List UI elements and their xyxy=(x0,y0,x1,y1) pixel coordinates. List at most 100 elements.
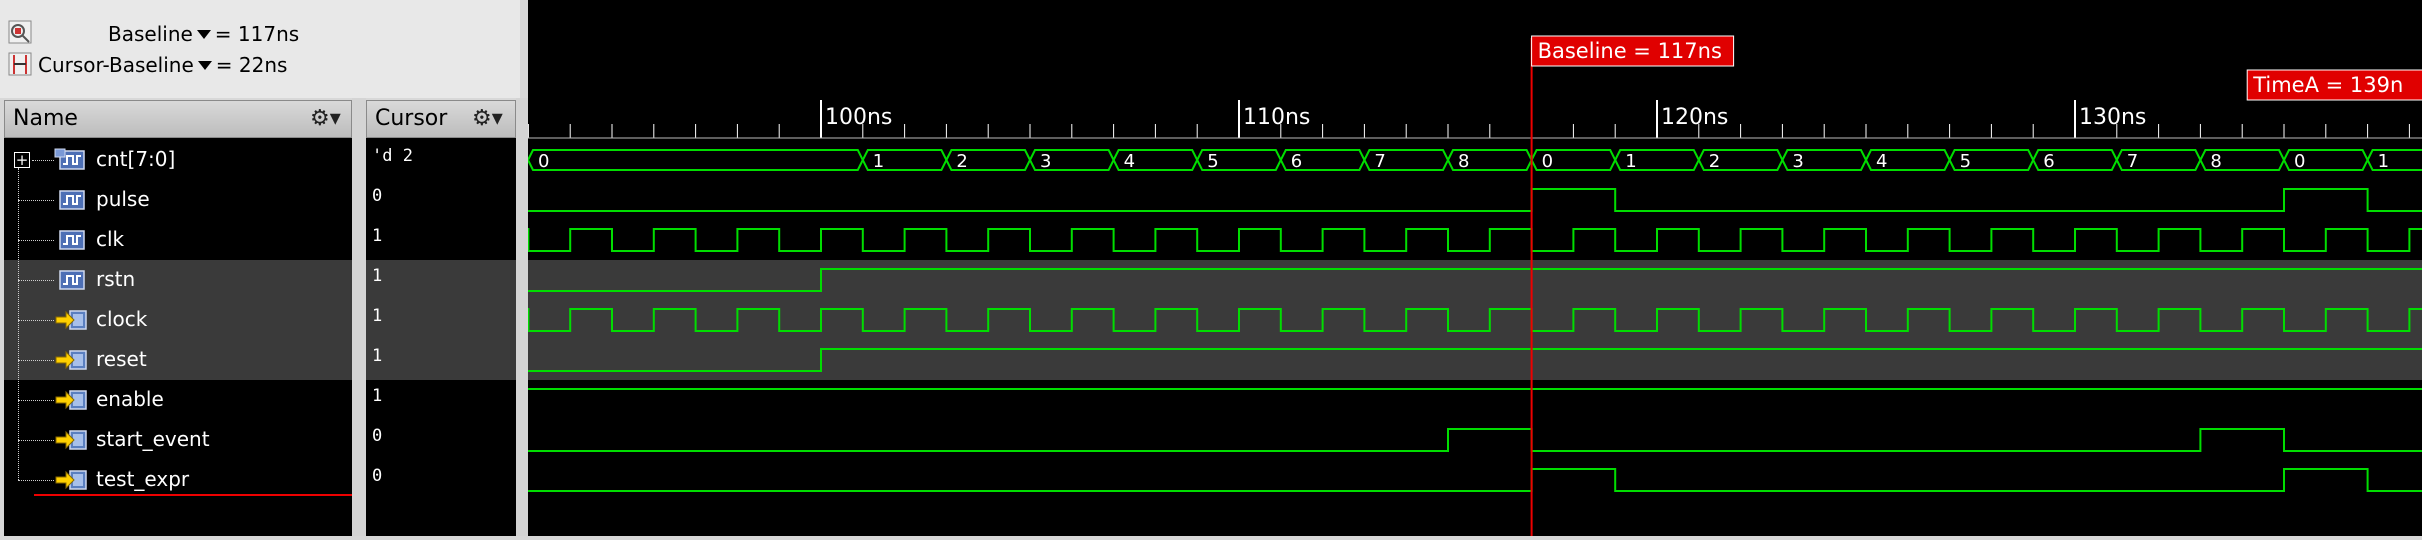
bus-value-label: 5 xyxy=(1960,151,1971,172)
waveform-clk xyxy=(527,228,2422,252)
cursor-value: 1 xyxy=(372,386,383,406)
bus-value-label: 7 xyxy=(2127,151,2138,172)
port-icon xyxy=(54,388,88,412)
port-icon xyxy=(54,468,88,492)
row-highlight xyxy=(528,340,2422,380)
gear-icon[interactable]: ⚙▾ xyxy=(472,106,503,131)
cursor-value: 'd 2 xyxy=(372,146,413,166)
baseline-marker-label: Baseline = 117ns xyxy=(1538,39,1722,63)
cursor-value: 1 xyxy=(372,346,383,366)
bus-value-label: 8 xyxy=(1458,151,1469,172)
bus-value-label: 2 xyxy=(1709,151,1720,172)
baseline-marker-flag xyxy=(1531,35,1735,67)
baseline-value: = 117ns xyxy=(214,22,300,46)
signal-name[interactable]: start_event xyxy=(96,427,210,451)
waveform-pulse xyxy=(528,188,2422,212)
cursor-value: 1 xyxy=(372,266,383,286)
row-highlight xyxy=(366,260,516,300)
gear-icon[interactable]: ⚙▾ xyxy=(310,106,341,131)
wire-signal-icon xyxy=(54,188,88,212)
cursor-header-label: Cursor xyxy=(375,106,448,131)
row-highlight xyxy=(528,260,2422,300)
toolbar-area: Baseline = 117ns Cursor-Baseline = 22ns xyxy=(0,0,520,98)
bus-value-label: 5 xyxy=(1207,151,1218,172)
tree-connector xyxy=(18,400,54,401)
port-icon xyxy=(54,348,88,372)
bus-segment xyxy=(526,149,864,171)
cursor-column-header[interactable]: Cursor ⚙▾ xyxy=(366,100,516,138)
waveform-rstn xyxy=(528,268,2422,292)
tree-connector xyxy=(18,480,54,481)
waveform-reset xyxy=(528,348,2422,372)
signal-name[interactable]: enable xyxy=(96,387,164,411)
cursor-baseline-label: Cursor-Baseline xyxy=(38,53,194,77)
tree-connector xyxy=(32,160,54,161)
bus-value-label: 3 xyxy=(1040,151,1051,172)
port-icon xyxy=(54,308,88,332)
expand-icon[interactable]: + xyxy=(14,151,30,169)
signal-name-list: + cnt[7:0] pulse clk rstn clock reset enable sta… xyxy=(4,138,352,536)
signal-name[interactable]: clock xyxy=(96,307,148,331)
bus-value-label: 1 xyxy=(1625,151,1636,172)
baseline-label: Baseline xyxy=(108,22,193,46)
tree-connector xyxy=(18,168,19,480)
bus-value-label: 6 xyxy=(1291,151,1302,172)
bus-value-label: 7 xyxy=(1374,151,1385,172)
tree-connector xyxy=(18,200,54,201)
port-icon xyxy=(54,428,88,452)
baseline-icon[interactable] xyxy=(8,20,34,46)
chevron-down-icon xyxy=(197,61,212,70)
signal-name[interactable]: clk xyxy=(96,227,125,251)
bus-value-label: 3 xyxy=(1792,151,1803,172)
bus-value-label: 0 xyxy=(1542,151,1553,172)
bus-value-label: 1 xyxy=(873,151,884,172)
cursor-baseline-dropdown[interactable]: Cursor-Baseline = 22ns xyxy=(38,53,287,77)
ruler-label: 100ns xyxy=(825,105,892,130)
row-highlight xyxy=(528,300,2422,340)
baseline-dropdown[interactable]: Baseline = 117ns xyxy=(108,22,299,46)
waveform-clock xyxy=(527,308,2422,332)
panel-divider[interactable] xyxy=(516,98,528,536)
signal-name[interactable]: test_expr xyxy=(96,467,190,491)
wire-signal-icon xyxy=(54,228,88,252)
tree-connector xyxy=(18,320,54,321)
timea-marker-label: TimeA = 139n xyxy=(2252,73,2403,97)
signal-name[interactable]: reset xyxy=(96,347,147,371)
row-highlight xyxy=(366,300,516,340)
waveform-test-expr xyxy=(528,468,2422,492)
ruler-label: 110ns xyxy=(1243,105,1310,130)
signal-name[interactable]: cnt[7:0] xyxy=(96,147,176,171)
bus-value-label: 4 xyxy=(1876,151,1887,172)
ruler-label: 130ns xyxy=(2079,105,2146,130)
name-header-label: Name xyxy=(13,106,78,131)
ruler-label: 120ns xyxy=(1661,105,1728,130)
bus-value-label: 0 xyxy=(2294,151,2305,172)
timea-marker-flag xyxy=(2246,69,2422,101)
bus-value-label: 8 xyxy=(2210,151,2221,172)
drop-indicator-line xyxy=(34,494,352,496)
time-ruler: 100ns 110ns 120ns 130ns xyxy=(527,100,2422,139)
bus-segment xyxy=(2366,149,2422,171)
chevron-down-icon xyxy=(196,30,211,39)
wire-signal-icon xyxy=(54,268,88,292)
cursor-value: 0 xyxy=(372,426,383,446)
bus-value-label: 1 xyxy=(2378,151,2389,172)
waveform-start-event xyxy=(528,428,2422,452)
cursor-value: 0 xyxy=(372,466,383,486)
tree-connector xyxy=(18,240,54,241)
bus-value-label: 6 xyxy=(2043,151,2054,172)
row-highlight xyxy=(366,340,516,380)
bus-value-label: 4 xyxy=(1124,151,1135,172)
name-column-header[interactable]: Name ⚙▾ xyxy=(4,100,352,138)
signal-name[interactable]: pulse xyxy=(96,187,150,211)
panel-divider[interactable] xyxy=(352,98,366,536)
cursor-baseline-value: = 22ns xyxy=(215,53,288,77)
tree-connector xyxy=(18,280,54,281)
signal-name[interactable]: rstn xyxy=(96,267,136,291)
cursor-baseline-icon[interactable] xyxy=(8,52,34,78)
cursor-value: 1 xyxy=(372,306,383,326)
bus-value-label: 2 xyxy=(956,151,967,172)
